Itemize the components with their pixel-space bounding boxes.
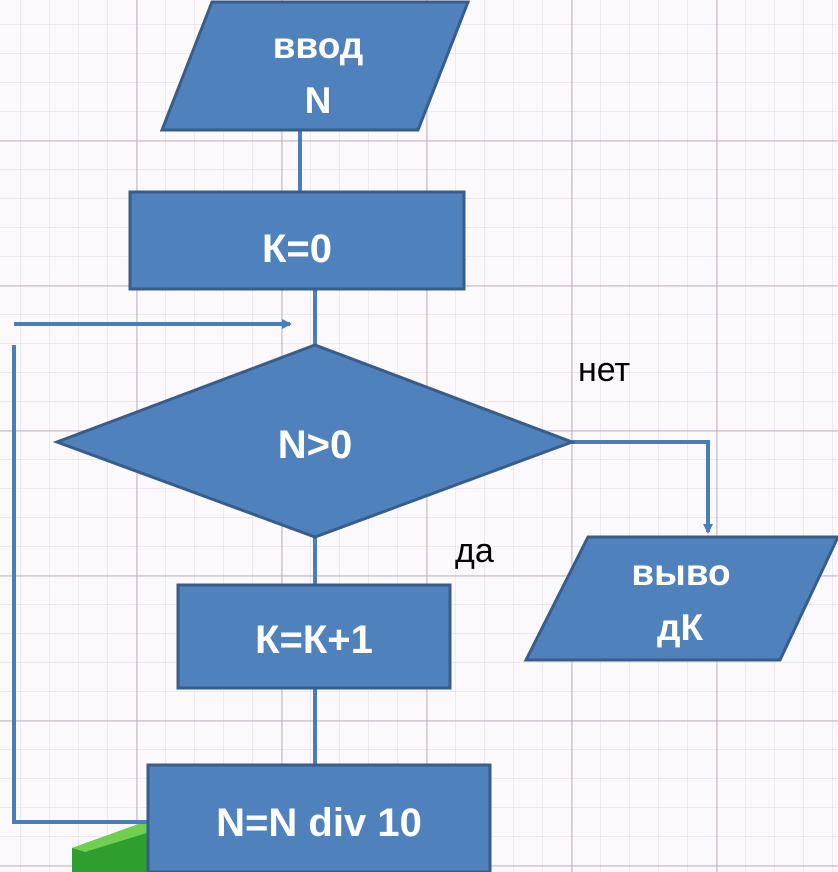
corner-decoration (72, 820, 150, 872)
output-block-line1: выво (631, 552, 730, 593)
init-block: К=0 (128, 190, 466, 291)
input-block: ввод N (159, 0, 471, 132)
no-label: нет (578, 351, 630, 389)
init-block-text: К=0 (262, 227, 332, 271)
loop-back-arrow (12, 345, 150, 824)
input-block-line2: N (305, 80, 332, 121)
yes-label: да (455, 532, 494, 570)
increment-block: К=К+1 (176, 583, 452, 690)
no-branch-arrow (572, 440, 713, 534)
divide-block-text: N=N div 10 (216, 801, 422, 845)
output-block: выво дК (523, 535, 838, 662)
condition-block: N>0 (52, 343, 577, 539)
output-block-line2: дК (657, 607, 703, 648)
increment-block-text: К=К+1 (255, 618, 373, 662)
condition-block-text: N>0 (278, 423, 353, 467)
divide-block: N=N div 10 (146, 763, 492, 872)
input-block-line1: ввод (273, 25, 364, 66)
